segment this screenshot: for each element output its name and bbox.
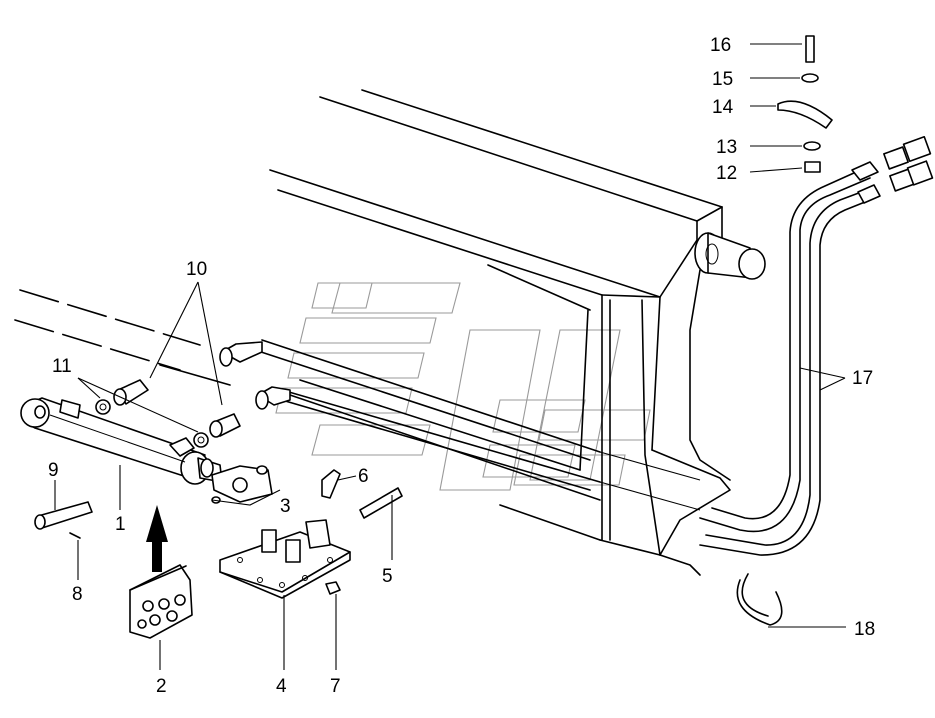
callout-16: 16 bbox=[710, 35, 731, 56]
leader-lines bbox=[54, 43, 846, 670]
spacer bbox=[359, 487, 403, 519]
callout-15: 15 bbox=[712, 69, 733, 90]
callout-7: 7 bbox=[330, 676, 341, 697]
callout-10: 10 bbox=[186, 259, 207, 280]
callout-9: 9 bbox=[48, 460, 59, 481]
direction-arrow bbox=[146, 505, 168, 572]
pivot-shaft bbox=[694, 232, 766, 280]
parts-kit-bag bbox=[129, 564, 193, 639]
main-frame bbox=[269, 89, 731, 576]
hose-clip bbox=[736, 573, 783, 626]
callout-4: 4 bbox=[276, 676, 287, 697]
hose-end-fittings bbox=[851, 135, 934, 204]
callout-6: 6 bbox=[358, 466, 369, 487]
clamp-hardware bbox=[777, 35, 833, 173]
callout-1: 1 bbox=[115, 514, 126, 535]
callout-8: 8 bbox=[72, 584, 83, 605]
hose-elbows bbox=[219, 341, 291, 410]
split-pin bbox=[69, 532, 81, 539]
callout-11: 11 bbox=[52, 356, 72, 377]
callout-2: 2 bbox=[156, 676, 167, 697]
pin bbox=[34, 501, 93, 530]
hydraulic-hoses bbox=[254, 167, 876, 556]
callout-14: 14 bbox=[712, 97, 734, 118]
hydraulic-cylinder bbox=[20, 397, 223, 485]
watermark-logo bbox=[275, 282, 651, 491]
callout-17: 17 bbox=[852, 368, 873, 389]
cylinder-fittings bbox=[95, 379, 241, 448]
callout-5: 5 bbox=[382, 566, 393, 587]
callouts: 1 2 3 4 5 6 7 8 9 10 11 12 13 14 15 16 1… bbox=[48, 35, 875, 697]
frame-extension-lines bbox=[14, 289, 231, 386]
callout-18: 18 bbox=[854, 619, 875, 640]
callout-3: 3 bbox=[280, 496, 291, 517]
bolt bbox=[321, 469, 341, 499]
nut bbox=[325, 581, 341, 595]
clevis-bracket bbox=[211, 465, 273, 504]
callout-13: 13 bbox=[716, 137, 737, 158]
mounting-plate bbox=[219, 519, 351, 599]
callout-12: 12 bbox=[716, 163, 737, 184]
